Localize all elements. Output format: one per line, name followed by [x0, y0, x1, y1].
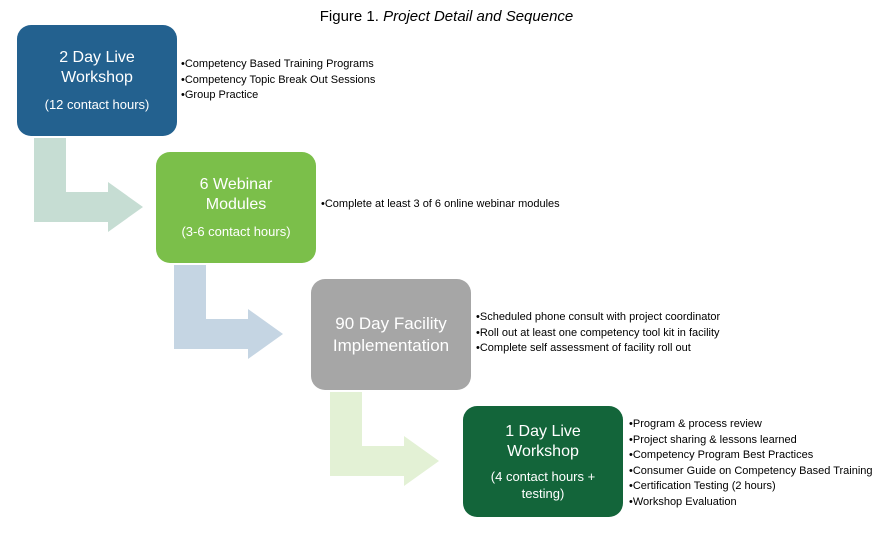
step-4-bullet: Competency Program Best Practices — [629, 448, 873, 464]
step-3-bullet: Scheduled phone consult with project coo… — [476, 310, 720, 326]
step-4-bullet: Certification Testing (2 hours) — [629, 479, 873, 495]
step-3-title-line2: Implementation — [332, 335, 450, 355]
step-2-bullet-list: Complete at least 3 of 6 online webinar … — [321, 197, 560, 213]
step-4-hours-line2: testing) — [521, 485, 565, 501]
step-1-bullet-list: Competency Based Training Programs Compe… — [181, 57, 376, 104]
step-1-title-line1: 2 Day Live — [59, 49, 135, 66]
step-4-bullet: Consumer Guide on Competency Based Train… — [629, 464, 873, 480]
step-3-bullet: Roll out at least one competency tool ki… — [476, 326, 720, 342]
connector-arrow-1 — [34, 138, 143, 232]
step-2-bullet: Complete at least 3 of 6 online webinar … — [321, 197, 560, 213]
step-2-hours: (3-6 contact hours) — [181, 224, 291, 239]
step-1-title-line2: Workshop — [61, 69, 133, 86]
step-box-facility-implementation: 90 Day Facility Implementation — [311, 279, 471, 390]
step-4-bullet: Workshop Evaluation — [629, 495, 873, 511]
step-2-title-line1: 6 Webinar — [199, 176, 273, 193]
step-3-title-line1: 90 Day Facility — [335, 313, 447, 333]
step-3-bullet: Complete self assessment of facility rol… — [476, 341, 720, 357]
step-4-hours-line1: (4 contact hours + — [490, 468, 596, 484]
step-4-title-line2: Workshop — [507, 442, 579, 460]
step-box-webinar-modules: 6 Webinar Modules (3-6 contact hours) — [156, 152, 316, 263]
step-1-bullet: Competency Topic Break Out Sessions — [181, 73, 376, 89]
figure-title: Figure 1. Project Detail and Sequence — [0, 8, 893, 25]
step-3-bullet-list: Scheduled phone consult with project coo… — [476, 310, 720, 357]
step-box-2-day-workshop: 2 Day Live Workshop (12 contact hours) — [17, 25, 177, 136]
step-4-bullet: Program & process review — [629, 417, 873, 433]
figure-label: Figure 1. — [319, 8, 379, 25]
step-4-title-line1: 1 Day Live — [505, 422, 581, 440]
step-1-bullet: Group Practice — [181, 88, 375, 104]
step-1-hours: (12 contact hours) — [44, 97, 150, 112]
step-2-title-line2: Modules — [205, 196, 267, 213]
step-4-bullet-list: Program & process review Project sharing… — [629, 417, 873, 510]
step-box-1-day-workshop: 1 Day Live Workshop (4 contact hours + t… — [463, 406, 623, 517]
connector-arrow-3 — [330, 392, 439, 486]
connector-arrow-2 — [174, 265, 283, 359]
step-4-bullet: Project sharing & lessons learned — [629, 433, 873, 449]
figure-caption: Project Detail and Sequence — [383, 8, 574, 25]
step-1-bullet: Competency Based Training Programs — [181, 57, 375, 73]
